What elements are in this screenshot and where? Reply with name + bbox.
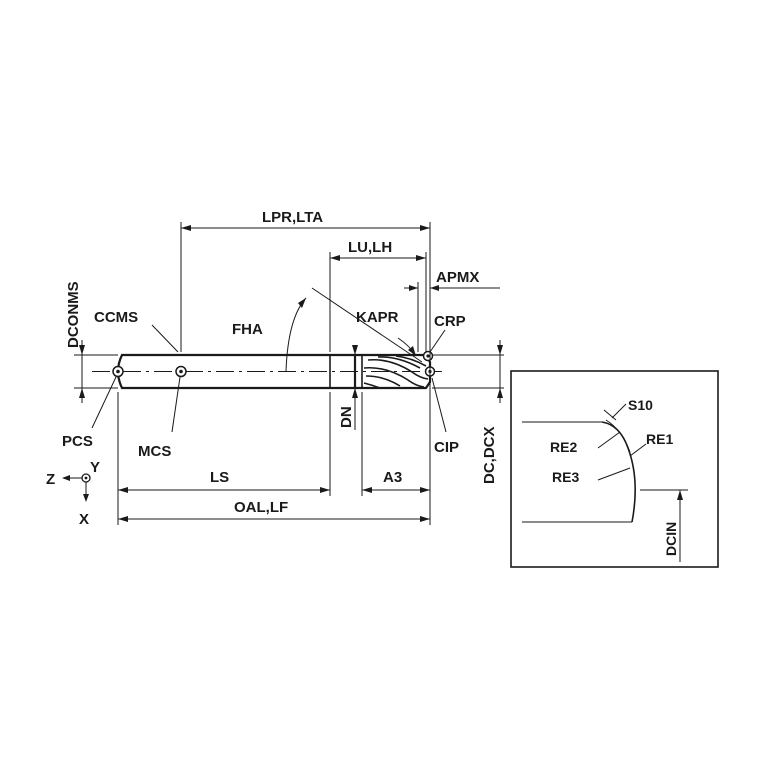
dcin-label: DCIN xyxy=(663,522,679,556)
fha-label: FHA xyxy=(232,321,263,338)
dconms-label: DCONMS xyxy=(65,281,82,348)
axis-y-label: Y xyxy=(90,459,100,476)
apmx-label: APMX xyxy=(436,269,479,286)
oal-lf-label: OAL,LF xyxy=(234,499,288,516)
dimension-lines xyxy=(79,225,503,522)
s10-label: S10 xyxy=(628,397,653,413)
cip-label: CIP xyxy=(434,439,459,456)
mcs-label: MCS xyxy=(138,443,171,460)
re2-label: RE2 xyxy=(550,439,577,455)
re3-label: RE3 xyxy=(552,469,579,485)
dn-label: DN xyxy=(338,406,355,428)
crp-label: CRP xyxy=(434,313,466,330)
dc-dcx-label: DC,DCX xyxy=(481,426,498,484)
lpr-lta-label: LPR,LTA xyxy=(262,209,323,226)
corner-detail-view xyxy=(510,370,719,568)
tool-body xyxy=(92,353,442,390)
pcs-point-marker xyxy=(112,365,124,378)
pcs-label: PCS xyxy=(62,433,93,450)
kapr-label: KAPR xyxy=(356,309,399,326)
lu-lh-label: LU,LH xyxy=(348,239,392,256)
axis-x-label: X xyxy=(79,511,89,528)
ls-label: LS xyxy=(210,469,229,486)
axis-z-label: Z xyxy=(46,471,55,488)
extension-lines xyxy=(74,222,504,525)
a3-label: A3 xyxy=(383,469,402,486)
ccms-label: CCMS xyxy=(94,309,138,326)
coordinate-axis-indicator xyxy=(62,473,91,502)
re1-label: RE1 xyxy=(646,431,673,447)
crp-point-marker xyxy=(422,350,434,362)
mcs-point-marker xyxy=(175,365,187,378)
